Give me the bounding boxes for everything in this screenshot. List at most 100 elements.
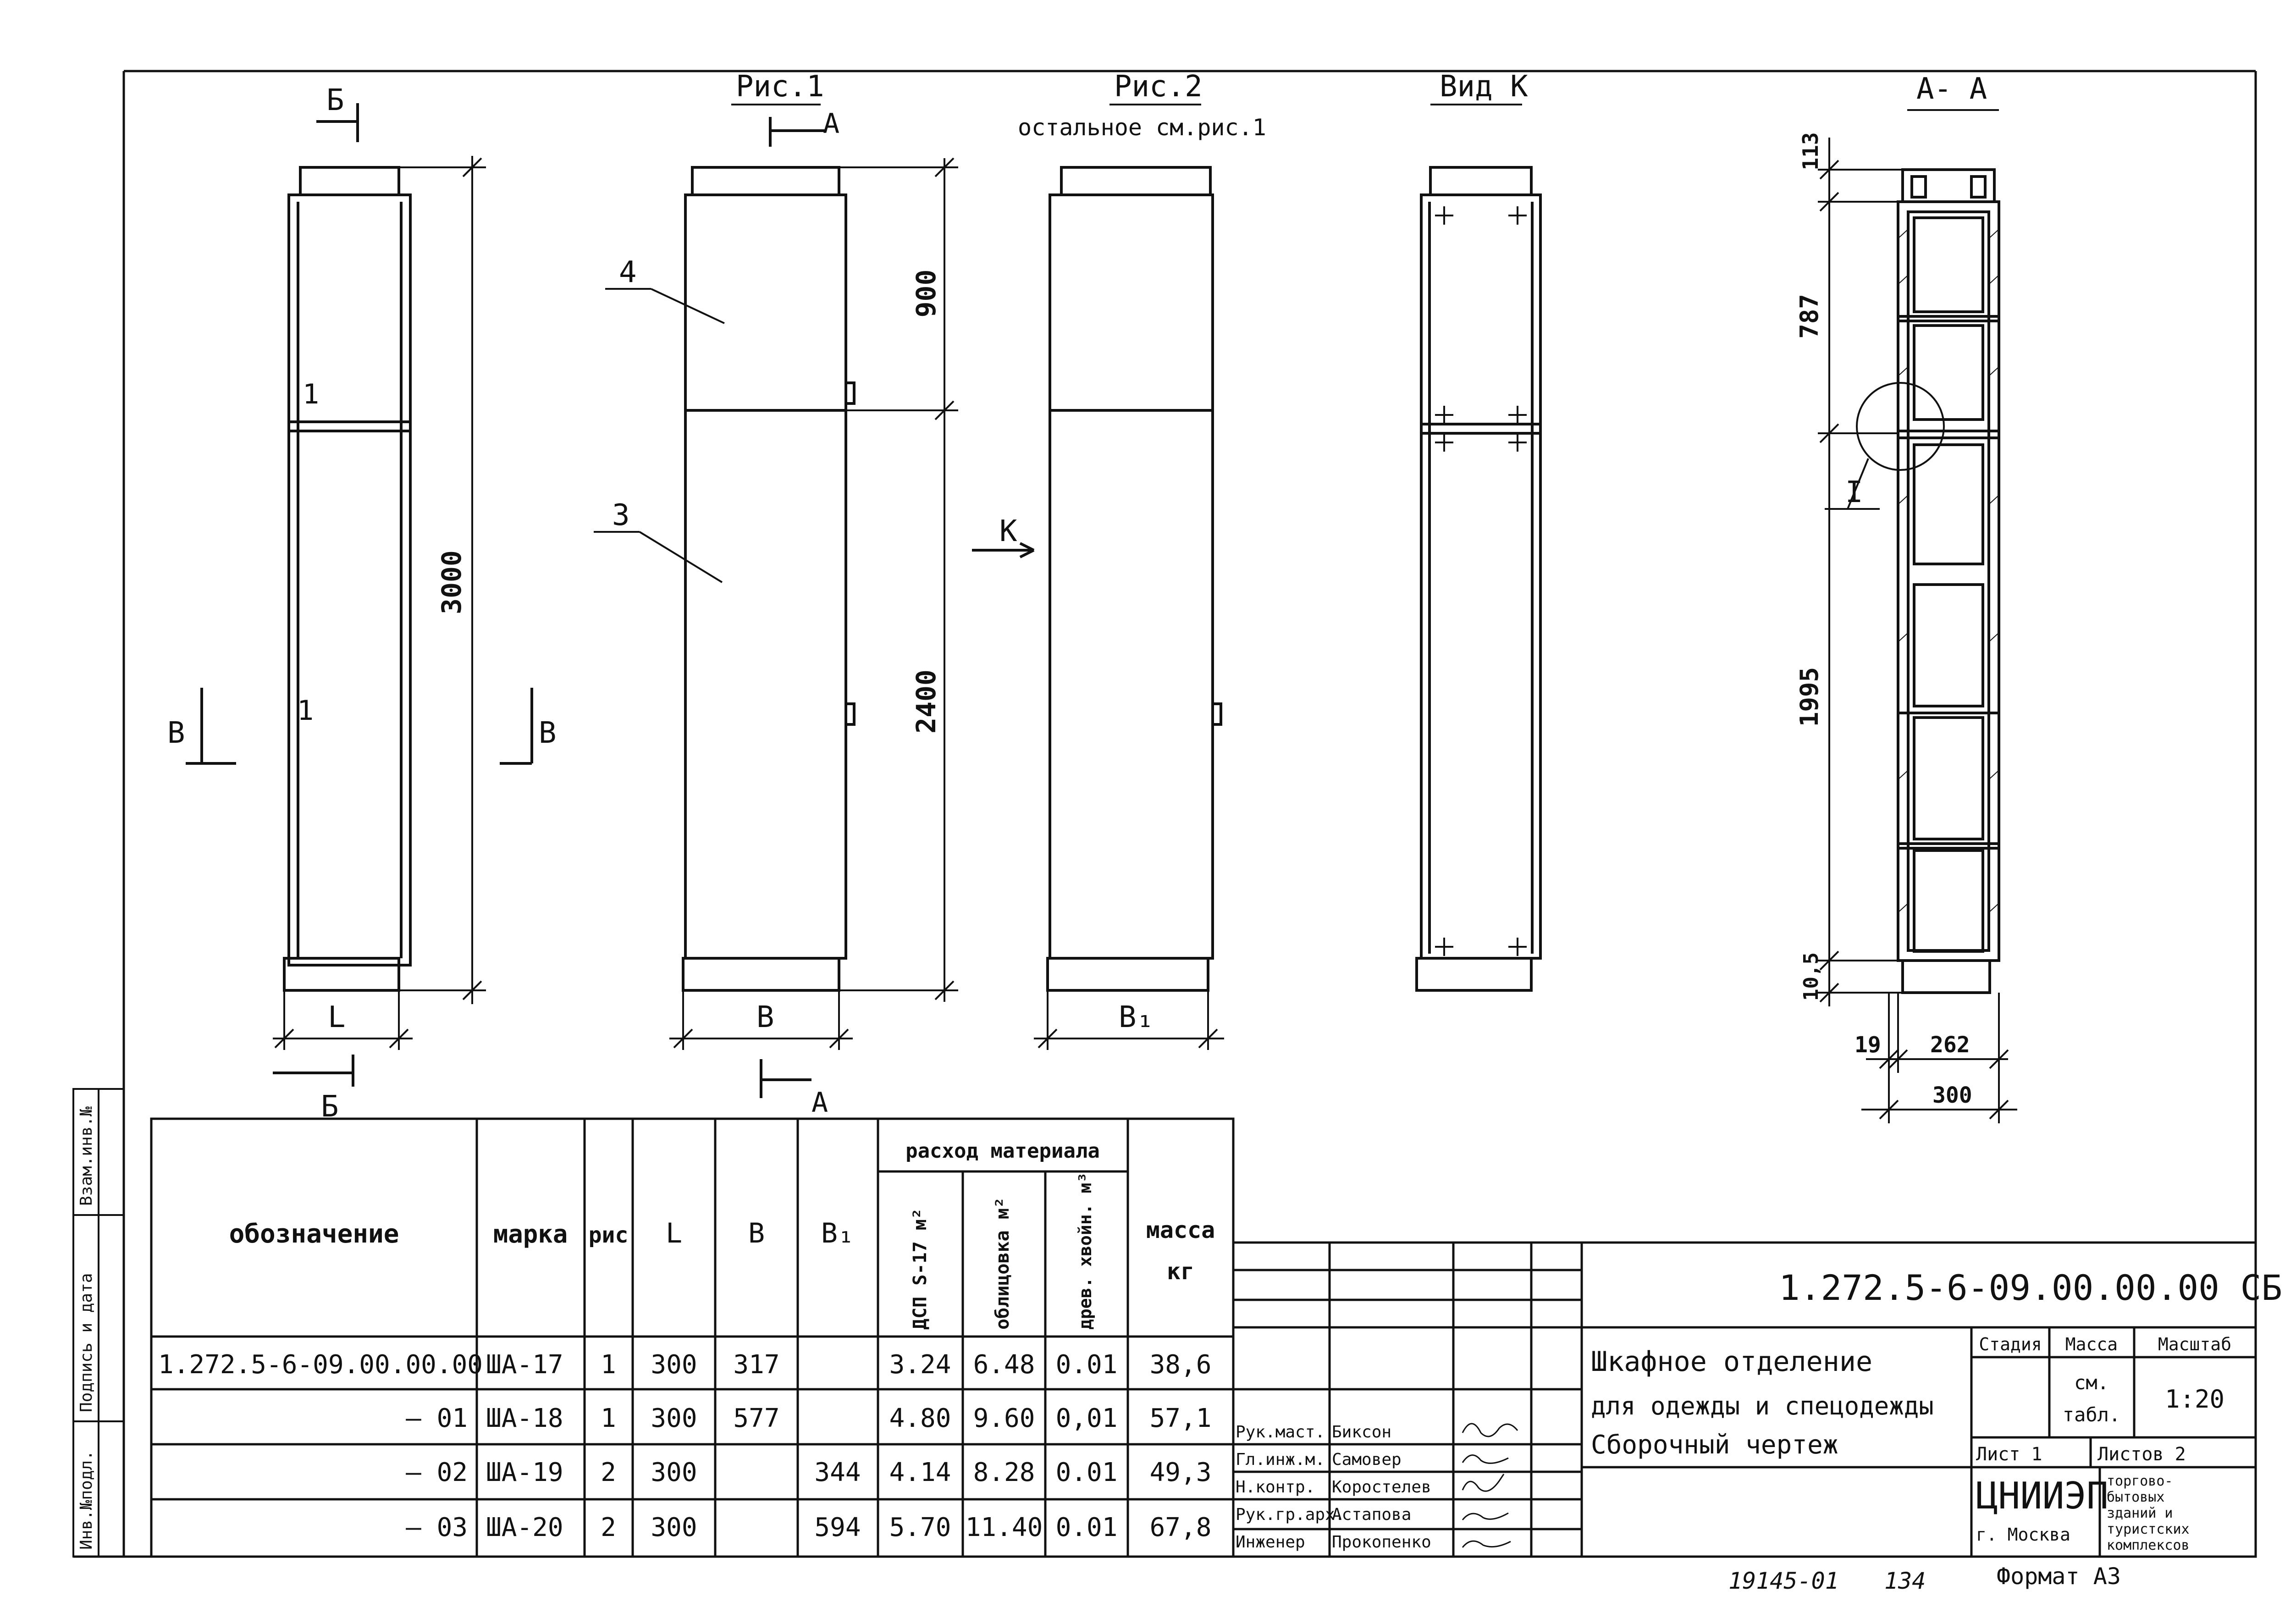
- sign-role: Рук.маст.: [1236, 1423, 1325, 1442]
- dim-sec-wall: 19: [1854, 1032, 1881, 1058]
- table-row: 1.272.5-6-09.00.00.00 ША-17 1 300 317 3.…: [158, 1350, 1211, 1380]
- sign-name: Прокопенко: [1332, 1533, 1431, 1552]
- table-row: — 01 ША-18 1 300 577 4.80 9.60 0,01 57,1: [406, 1403, 1211, 1433]
- cell-L: 300: [651, 1403, 697, 1433]
- sign-name: Биксон: [1332, 1423, 1391, 1442]
- scale-value: 1:20: [2165, 1385, 2224, 1414]
- cell-B: 317: [733, 1350, 779, 1380]
- cell-mark: ША-19: [486, 1458, 563, 1487]
- node-circle: [1856, 382, 1945, 471]
- label-section-aa: А- А: [1916, 72, 1987, 106]
- cell-dsp: 5.70: [889, 1513, 951, 1542]
- cell-B: 577: [733, 1403, 779, 1433]
- cell-wood: 0,01: [1056, 1403, 1118, 1433]
- org-desc-2: бытовых: [2107, 1489, 2164, 1505]
- th-B: В: [748, 1217, 765, 1249]
- section-mark-a-top: А: [823, 108, 839, 140]
- node-mark-I: I: [1845, 475, 1863, 509]
- sheets-label: Листов 2: [2097, 1444, 2186, 1465]
- mass-value-2: табл.: [2063, 1403, 2120, 1426]
- signature-row: Рук.маст. Биксон: [1236, 1423, 1518, 1442]
- th-mark: марка: [493, 1220, 568, 1248]
- cell-mass: 57,1: [1150, 1403, 1212, 1433]
- cell-wood: 0.01: [1056, 1458, 1118, 1487]
- table-row: — 03 ША-20 2 300 594 5.70 11.40 0.01 67,…: [406, 1513, 1211, 1542]
- label-fig2-note: остальное см.рис.1: [1018, 114, 1266, 141]
- mass-label: Масса: [2065, 1334, 2118, 1354]
- section-mark-a-bottom: А: [811, 1087, 828, 1119]
- signature-row: Рук.гр.арх. Астапова: [1236, 1505, 1509, 1524]
- view-fig1-front: Рис.1 4 3 900: [594, 70, 958, 1119]
- member-mark-1: 1: [303, 378, 319, 410]
- wall-hatching: [1898, 229, 1999, 913]
- title-block: 1.272.5-6-09.00.00.00 СБ Шкафное отделен…: [1232, 1241, 2282, 1558]
- cell-fig: 1: [601, 1350, 616, 1380]
- view-cabinet-side: 1 1 3000 L Б Б: [167, 83, 557, 1124]
- cell-mass: 49,3: [1150, 1458, 1212, 1487]
- th-facing: облицовка м²: [992, 1197, 1013, 1330]
- th-fig: рис: [589, 1222, 629, 1248]
- cell-wood: 0.01: [1056, 1350, 1118, 1380]
- cell-B1: 344: [814, 1458, 861, 1487]
- stage-label: Стадия: [1979, 1334, 2042, 1354]
- sign-role: Гл.инж.м.: [1236, 1450, 1325, 1469]
- signature-row: Н.контр. Коростелев: [1236, 1474, 1505, 1497]
- side-stamp: Инв.№подл. Подпись и дата Взам.инв.№: [72, 1088, 125, 1558]
- cell-designation: — 03: [406, 1513, 468, 1542]
- scale-label: Масштаб: [2158, 1334, 2231, 1354]
- dim-lower-height: 2400: [911, 669, 942, 734]
- view-fig2-front: Рис.2 остальное см.рис.1 К В₁: [972, 70, 1266, 1050]
- title-line-3: Сборочный чертеж: [1591, 1430, 1838, 1460]
- signature-row: Инженер Прокопенко: [1236, 1533, 1511, 1552]
- dim-sec-total: 300: [1932, 1083, 1972, 1108]
- org-name: ЦНИИЭП: [1976, 1475, 2108, 1517]
- footer-format: Формат А3: [1997, 1563, 2121, 1590]
- cell-L: 300: [651, 1350, 697, 1380]
- sign-name: Самовер: [1332, 1450, 1402, 1469]
- sign-role: Инженер: [1236, 1533, 1305, 1552]
- dim-width-L: L: [328, 1000, 346, 1034]
- sign-name: Коростелев: [1332, 1478, 1431, 1497]
- view-k: Вид К: [1415, 70, 1542, 992]
- cell-dsp: 3.24: [889, 1350, 951, 1380]
- th-mass: масса: [1146, 1217, 1215, 1243]
- section-mark-v-right: В: [539, 716, 557, 750]
- cell-fig: 1: [601, 1403, 616, 1433]
- sheet-label: Лист 1: [1976, 1444, 2042, 1465]
- cell-fig: 2: [601, 1458, 616, 1487]
- fastener-crosses: [1435, 206, 1527, 956]
- label-view-k: Вид К: [1440, 70, 1528, 104]
- th-B1: В₁: [821, 1217, 854, 1249]
- section-aa: А- А: [1795, 72, 2017, 1123]
- cell-mass: 67,8: [1150, 1513, 1212, 1542]
- th-mass-unit: кг: [1167, 1258, 1194, 1285]
- dim-total-height: 3000: [436, 550, 467, 614]
- th-designation: обозначение: [229, 1219, 399, 1249]
- title-line-1: Шкафное отделение: [1591, 1346, 1872, 1378]
- org-desc-4: туристских: [2107, 1521, 2190, 1537]
- section-mark-b-top: Б: [326, 83, 344, 117]
- handwritten-signature: [1462, 1423, 1518, 1437]
- th-wood: древ. хвойн. м³: [1075, 1172, 1095, 1330]
- stamp-signature-date: Подпись и дата: [77, 1273, 96, 1412]
- dim-sec-upper: 787: [1795, 294, 1824, 339]
- cell-wood: 0.01: [1056, 1513, 1118, 1542]
- dim-sec-lower: 1995: [1795, 667, 1824, 727]
- dim-sec-top: 113: [1798, 132, 1823, 170]
- handwritten-signature: [1462, 1474, 1505, 1492]
- org-city: г. Москва: [1976, 1525, 2070, 1545]
- section-mark-v-left: В: [167, 716, 185, 750]
- cell-L: 300: [651, 1458, 697, 1487]
- cell-designation: — 02: [406, 1458, 468, 1487]
- cell-dsp: 4.80: [889, 1403, 951, 1433]
- th-L: L: [666, 1217, 682, 1249]
- title-line-2: для одежды и спецодежды: [1591, 1392, 1934, 1420]
- cell-fig: 2: [601, 1513, 616, 1542]
- mass-value-1: см.: [2074, 1371, 2109, 1394]
- callout-part-4: 4: [619, 255, 637, 289]
- cell-mark: ША-18: [486, 1403, 563, 1433]
- handwritten-signature: [1462, 1454, 1509, 1464]
- sign-name: Астапова: [1332, 1505, 1411, 1524]
- handwritten-signature: [1462, 1512, 1509, 1520]
